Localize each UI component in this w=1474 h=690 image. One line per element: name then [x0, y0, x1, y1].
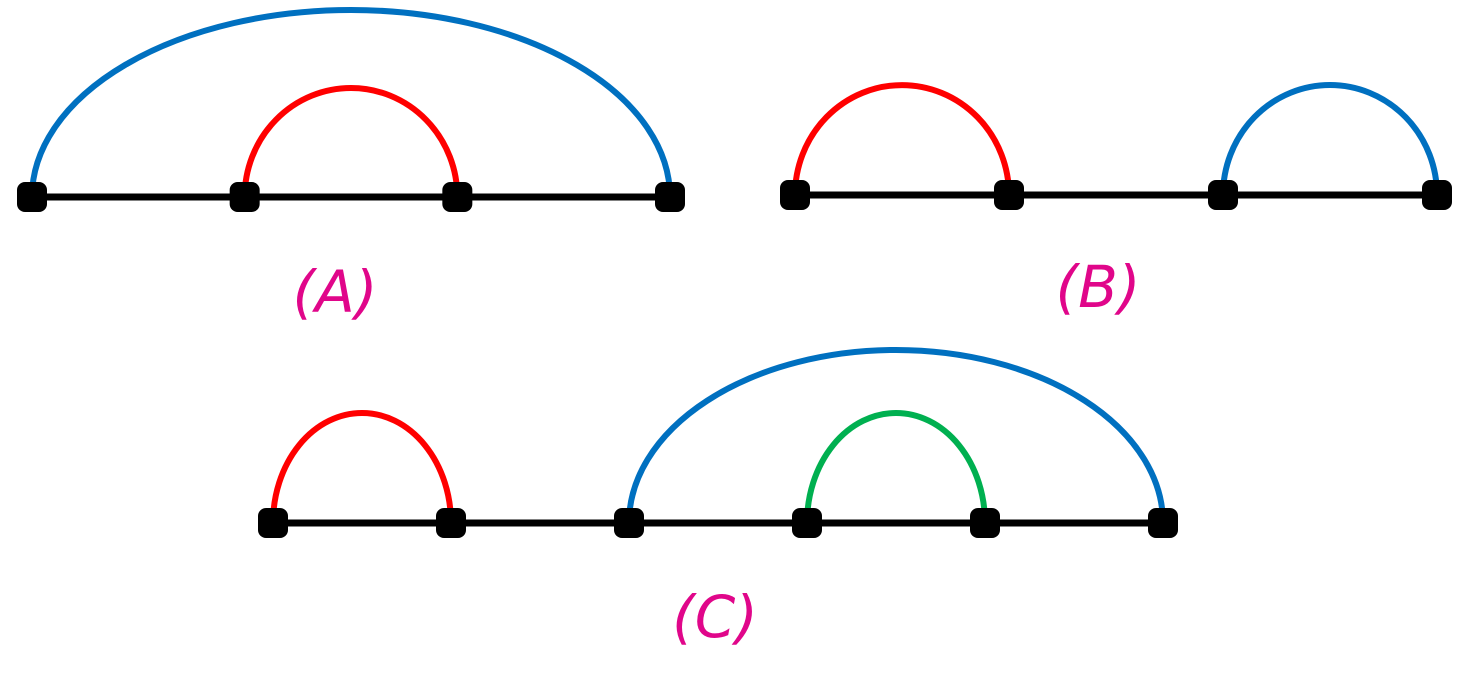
node	[436, 508, 466, 538]
node	[1208, 180, 1238, 210]
diagram-b: (B)	[780, 82, 1452, 321]
node	[970, 508, 1000, 538]
node	[655, 182, 685, 212]
arc-blue	[626, 347, 1166, 524]
arc-green	[804, 410, 988, 524]
node	[229, 182, 260, 212]
node	[258, 508, 288, 538]
node	[1148, 508, 1178, 538]
arc-red	[270, 410, 454, 524]
node	[1422, 180, 1452, 210]
arc-red	[792, 82, 1012, 196]
diagram-label: (A)	[293, 258, 378, 326]
diagram-c: (C)	[258, 347, 1178, 651]
arc-blue	[1220, 82, 1440, 196]
node	[994, 180, 1024, 210]
node	[614, 508, 644, 538]
node	[792, 508, 822, 538]
diagram-label: (C)	[672, 583, 758, 651]
arc-blue	[29, 7, 673, 198]
arc-red	[241, 85, 461, 198]
node	[17, 182, 47, 212]
node	[442, 182, 473, 212]
diagram-label: (B)	[1055, 253, 1140, 321]
diagram-a: (A)	[17, 7, 685, 326]
node	[780, 180, 810, 210]
